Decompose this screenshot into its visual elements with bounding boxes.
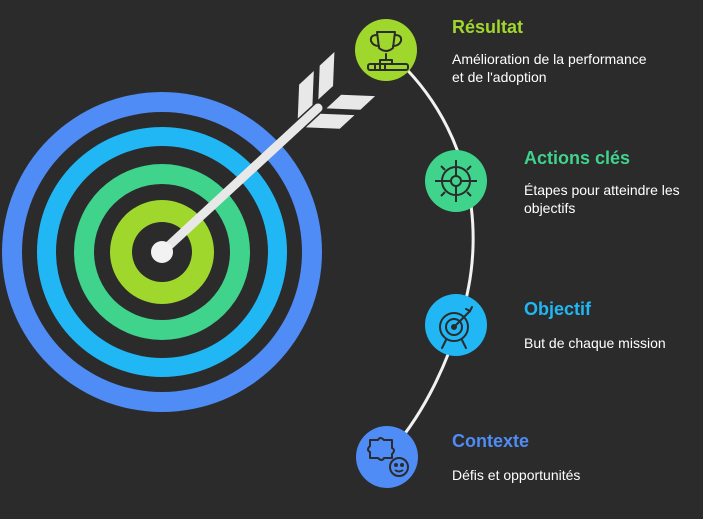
- arrow-shaft: [157, 103, 323, 257]
- step-label-contexte: Contexte Défis et opportunités: [452, 430, 580, 484]
- step-description: Amélioration de la performance et de l'a…: [452, 51, 647, 85]
- step-title: Actions clés: [524, 148, 631, 168]
- arrow-fletching: [297, 52, 376, 129]
- arrow-tip: [151, 241, 173, 263]
- step-node-contexte: [356, 426, 418, 488]
- puzzle-icon: [367, 437, 409, 477]
- step-node-objectif: [425, 294, 487, 356]
- step-node-resultat: [355, 19, 417, 81]
- step-title: Objectif: [524, 299, 592, 319]
- step-label-resultat: Résultat Amélioration de la performance …: [452, 16, 647, 86]
- step-description: Étapes pour atteindre les objectifs: [524, 182, 680, 216]
- target-icon: [439, 306, 473, 349]
- step-title: Résultat: [452, 17, 524, 37]
- step-node-actions: [425, 150, 487, 212]
- gear-icon: [435, 160, 477, 202]
- connector-arc: [385, 48, 475, 457]
- step-title: Contexte: [452, 431, 530, 451]
- step-description: But de chaque mission: [524, 335, 666, 351]
- arrow: [151, 52, 376, 263]
- trophy-icon: [367, 31, 409, 71]
- step-label-actions: Actions clés Étapes pour atteindre les o…: [524, 147, 680, 217]
- step-description: Défis et opportunités: [452, 467, 581, 483]
- step-label-objectif: Objectif But de chaque mission: [524, 298, 666, 352]
